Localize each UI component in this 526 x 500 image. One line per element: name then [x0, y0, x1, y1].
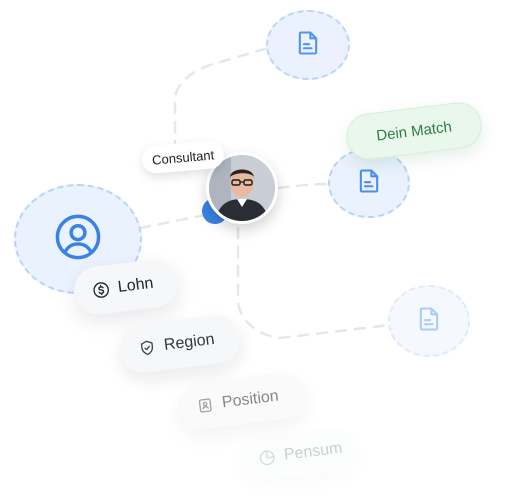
document-node-middle: [328, 148, 410, 218]
check-shield-icon: [137, 338, 157, 358]
criteria-label: Lohn: [116, 274, 155, 296]
document-icon: [415, 305, 443, 338]
criteria-label: Region: [163, 330, 216, 354]
document-icon: [294, 29, 322, 62]
document-icon: [355, 167, 383, 200]
id-badge-icon: [195, 395, 215, 415]
consultant-photo: [209, 155, 275, 221]
criteria-label: Pensum: [283, 439, 344, 464]
user-icon: [52, 211, 104, 268]
criteria-pill-position: Position: [175, 370, 309, 432]
criteria-label: Position: [221, 387, 280, 412]
document-node-bottom: [388, 285, 470, 357]
dollar-circle-icon: [91, 280, 111, 300]
criteria-pill-pensum: Pensum: [237, 425, 359, 483]
consultant-label-text: Consultant: [151, 146, 215, 168]
match-label: Dein Match: [375, 117, 453, 145]
pie-chart-icon: [257, 448, 277, 468]
criteria-pill-lohn: Lohn: [71, 256, 181, 318]
document-node-top: [266, 10, 350, 80]
criteria-pill-region: Region: [117, 312, 243, 376]
consultant-avatar: [206, 152, 278, 224]
